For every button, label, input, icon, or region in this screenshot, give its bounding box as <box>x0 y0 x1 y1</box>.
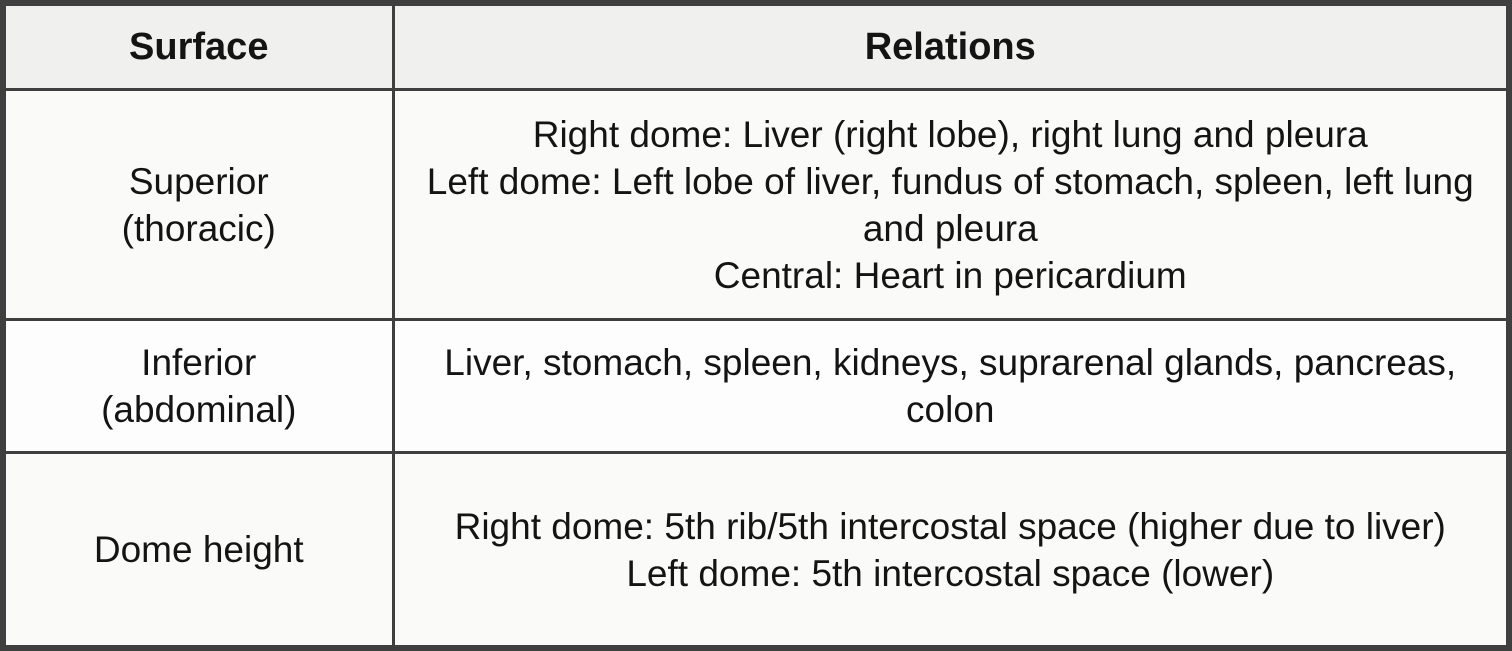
relations-text-line: Liver, stomach, spleen, kidneys, suprare… <box>444 342 1457 430</box>
surface-cell-superior: Superior (thoracic) <box>1 88 395 321</box>
relations-text-line: Left dome: 5th intercostal space (lower) <box>626 552 1275 594</box>
surface-text-line: (thoracic) <box>121 207 276 249</box>
column-header-surface: Surface <box>1 1 395 91</box>
surface-text-line: Dome height <box>93 529 304 570</box>
relations-text-line: Right dome: Liver (right lobe), right lu… <box>532 113 1368 155</box>
surface-text-line: Superior <box>128 160 269 202</box>
relations-cell-dome-height: Right dome: 5th rib/5th intercostal spac… <box>391 451 1511 650</box>
table-row-inferior: Inferior (abdominal) Liver, stomach, spl… <box>1 318 1511 454</box>
surface-cell-dome-height: Dome height <box>1 451 395 650</box>
relations-text-line: Right dome: 5th rib/5th intercostal spac… <box>454 505 1446 547</box>
relations-text-line: Central: Heart in pericardium <box>713 254 1187 296</box>
table-row-superior: Superior (thoracic) Right dome: Liver (r… <box>1 88 1511 321</box>
relations-text-line: Left dome: Left lobe of liver, fundus of… <box>426 160 1474 249</box>
relations-cell-inferior: Liver, stomach, spleen, kidneys, suprare… <box>391 318 1511 454</box>
surface-text-line: Inferior <box>141 342 257 383</box>
surface-text-line: (abdominal) <box>101 389 297 430</box>
surface-cell-inferior: Inferior (abdominal) <box>1 318 395 454</box>
table-header-row: Surface Relations <box>1 1 1511 91</box>
table-row-dome-height: Dome height Right dome: 5th rib/5th inte… <box>1 451 1511 650</box>
relations-cell-superior: Right dome: Liver (right lobe), right lu… <box>391 88 1511 321</box>
column-header-relations: Relations <box>391 1 1511 91</box>
